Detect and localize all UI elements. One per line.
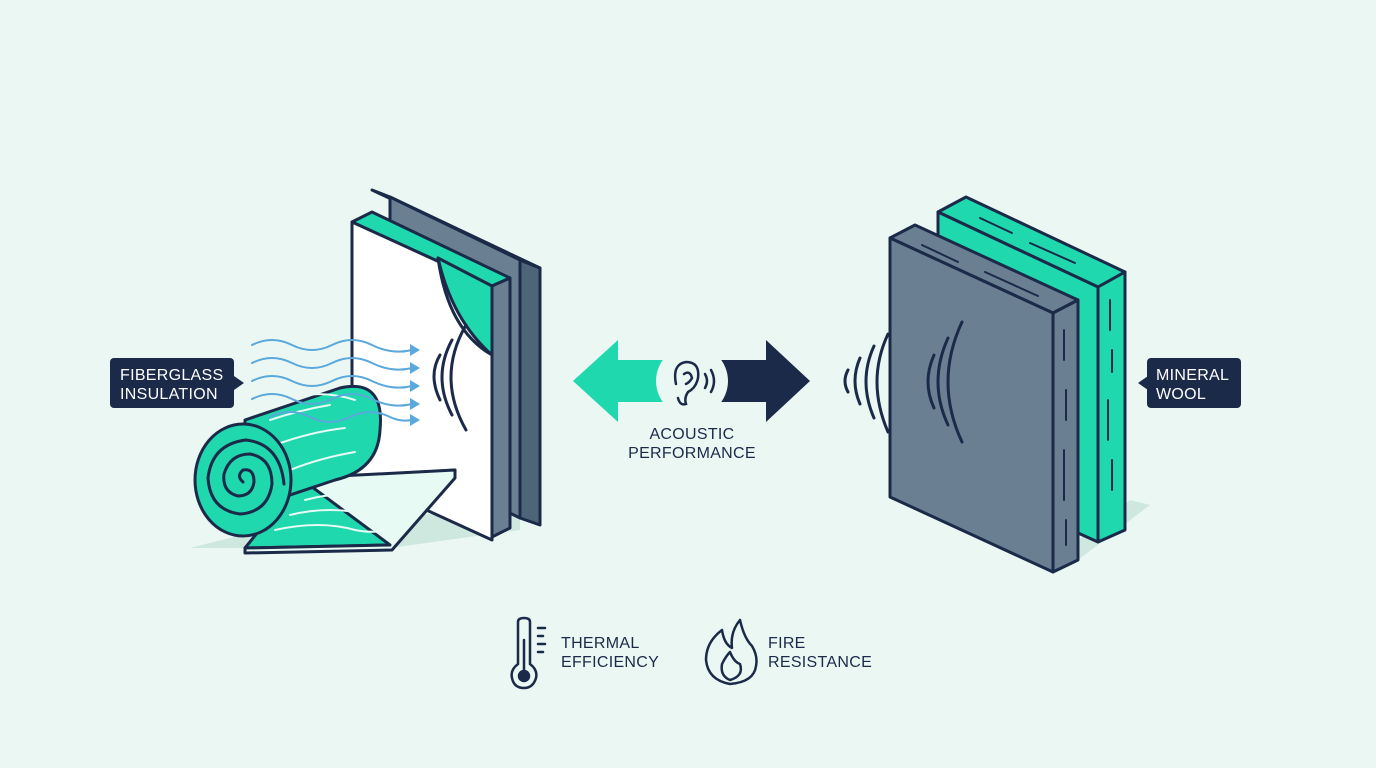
fire-label-line2: RESISTANCE bbox=[768, 654, 872, 671]
mineral-wool-label-line1: MINERAL bbox=[1156, 367, 1229, 384]
fiberglass-sound-waves bbox=[432, 323, 468, 432]
fiberglass-airflow-arrowheads bbox=[410, 344, 420, 426]
mineral-wool-sound-waves-incoming bbox=[843, 332, 890, 434]
mineral-wool-illustration bbox=[843, 195, 1150, 574]
fiberglass-batt-fibers bbox=[274, 487, 441, 533]
mineral-wool-front-texture bbox=[921, 244, 1067, 546]
acoustic-label-line2: PERFORMANCE bbox=[628, 445, 756, 462]
ear-icon bbox=[673, 360, 716, 406]
fire-legend: FIRE RESISTANCE bbox=[704, 618, 872, 686]
mineral-wool-back-panel-side bbox=[1096, 270, 1127, 544]
fiberglass-illustration bbox=[190, 188, 542, 555]
mineral-wool-front-panel bbox=[888, 236, 1055, 574]
acoustic-ear-circle bbox=[656, 345, 728, 417]
thermal-label-line2: EFFICIENCY bbox=[561, 654, 659, 671]
thermometer-icon bbox=[510, 616, 547, 690]
flame-icon bbox=[704, 618, 758, 686]
fiberglass-back-panel-side bbox=[518, 258, 542, 527]
thermal-label-line1: THERMAL bbox=[561, 635, 640, 652]
fiberglass-roll-fibers bbox=[269, 393, 356, 471]
mineral-wool-label-line2: WOOL bbox=[1156, 386, 1206, 403]
thermal-legend: THERMAL EFFICIENCY bbox=[510, 616, 659, 690]
fiberglass-airflow-waves bbox=[251, 339, 413, 423]
mineral-wool-back-texture bbox=[979, 217, 1113, 491]
fiberglass-label: FIBERGLASS INSULATION bbox=[110, 358, 244, 408]
fiberglass-roll-spiral bbox=[206, 438, 286, 516]
fiberglass-foil-side bbox=[490, 276, 512, 539]
mineral-wool-label: MINERAL WOOL bbox=[1138, 358, 1241, 408]
left-teal-arrow bbox=[573, 340, 670, 422]
right-navy-arrow bbox=[715, 340, 810, 422]
fiberglass-peel-curl bbox=[436, 256, 494, 357]
mineral-wool-sound-waves-panel bbox=[926, 320, 964, 444]
fire-label-line1: FIRE bbox=[768, 635, 806, 652]
acoustic-label-line1: ACOUSTIC bbox=[649, 426, 734, 443]
acoustic-arrows bbox=[573, 340, 810, 422]
fiberglass-label-line2: INSULATION bbox=[120, 386, 218, 403]
fiberglass-label-line1: FIBERGLASS bbox=[120, 367, 223, 384]
acoustic-label: ACOUSTIC PERFORMANCE bbox=[628, 426, 756, 462]
